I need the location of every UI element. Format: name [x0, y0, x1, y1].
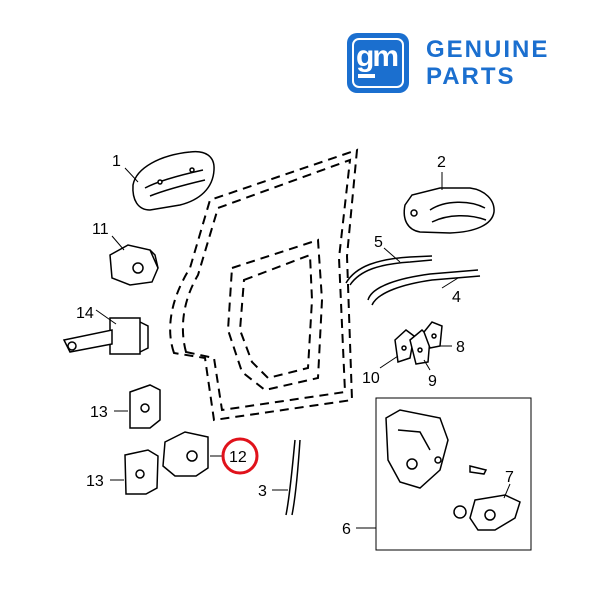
door-outline — [169, 148, 359, 422]
part-14-door-check — [62, 317, 149, 355]
gm-logo: gm — [347, 33, 409, 93]
part-1-outside-handle — [132, 150, 215, 211]
callout-11: 11 — [92, 221, 109, 238]
part-12-highlight-circle — [221, 437, 259, 475]
part-3-rod — [285, 439, 301, 516]
part-2-inside-handle — [403, 187, 495, 234]
callout-labels: 1 2 3 4 5 6 7 8 9 10 11 12 13 13 14 — [76, 153, 514, 538]
part-4-rod — [367, 269, 481, 306]
callout-4: 4 — [452, 289, 461, 306]
part-6-bolt — [469, 465, 488, 475]
callout-7: 7 — [505, 469, 514, 486]
brand-genuine-text: GENUINE — [426, 36, 550, 63]
gm-genuine-parts-brand: gm GENUINE PARTS — [347, 33, 597, 93]
part-13-hinge-lower — [124, 449, 159, 495]
callout-12: 12 — [229, 449, 247, 466]
part-12-hinge — [162, 431, 209, 477]
gm-logo-text: gm — [356, 40, 399, 73]
part-7-lever — [469, 494, 521, 531]
callout-10: 10 — [362, 370, 380, 387]
callout-14: 14 — [76, 305, 94, 322]
callout-13-upper: 13 — [90, 404, 108, 421]
callout-3: 3 — [258, 483, 267, 500]
callout-5: 5 — [374, 234, 383, 251]
part-5-rod — [345, 255, 433, 286]
brand-parts-text: PARTS — [426, 63, 516, 90]
callout-2: 2 — [437, 154, 446, 171]
part-6-latch — [385, 409, 449, 489]
part-11-hinge — [109, 244, 159, 286]
callout-6: 6 — [342, 521, 351, 538]
callout-9: 9 — [428, 373, 437, 390]
part-6-bushing — [453, 505, 467, 519]
part-13-hinge-upper — [129, 384, 161, 429]
callout-13-lower: 13 — [86, 473, 104, 490]
part-8-9-10-clips — [394, 321, 443, 365]
callout-8: 8 — [456, 339, 465, 356]
callout-1: 1 — [112, 153, 121, 170]
